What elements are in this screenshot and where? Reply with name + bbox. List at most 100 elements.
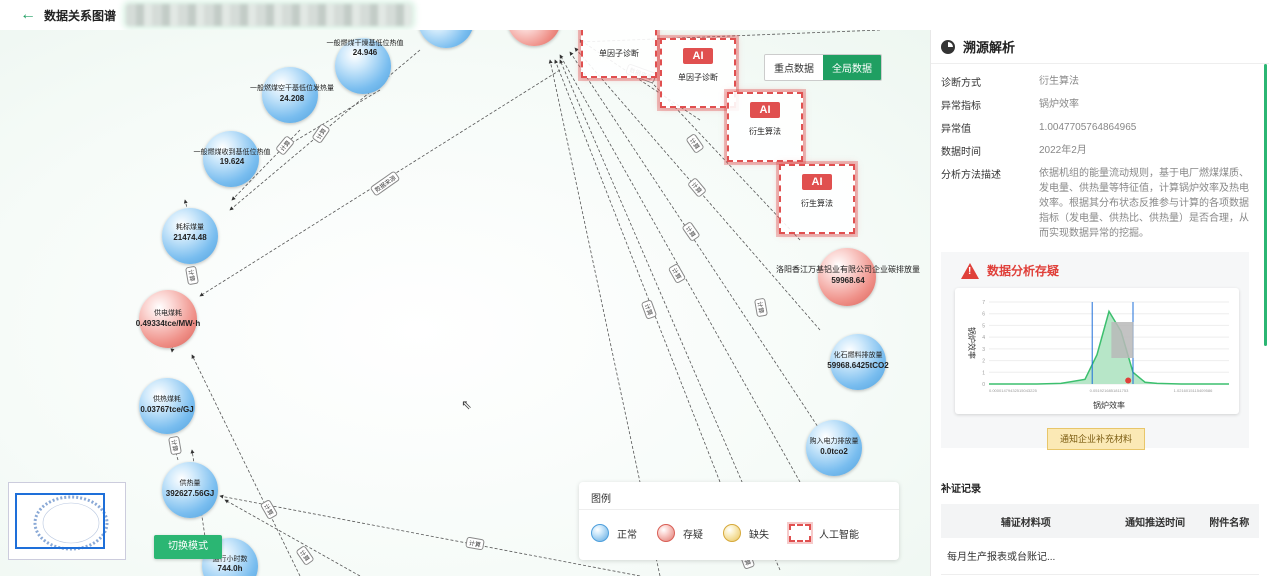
ai-node-name: 单因子诊断 [678,73,718,82]
node-label: 一般燃煤干燥基低位热值 [326,40,404,47]
field-indicator: 异常指标锅炉效率 [941,99,1079,112]
graph-node-heat-coal-consumption[interactable] [139,378,195,434]
key-data-button[interactable]: 重点数据 [765,55,823,80]
anomaly-point [1125,377,1132,384]
node-value: 19.624 [219,157,245,166]
node-label: 供热量 [179,480,201,487]
node-value: 744.0h [217,564,243,573]
node-label: 一般燃煤收到基低位热值 [193,149,271,156]
graph-node-power-emission[interactable] [806,420,862,476]
area-fill [989,311,1229,384]
page-title: 数据关系图谱 [44,8,117,23]
ai-node[interactable]: AI 单因子诊断 [660,38,736,108]
minimap[interactable] [8,482,126,560]
y-tick-label: 0 [982,382,985,388]
arrow-left-icon[interactable]: ← [20,6,36,23]
graph-node[interactable] [418,30,474,48]
node-value: 392627.56GJ [165,489,215,498]
notify-enterprise-button[interactable]: 通知企业补充材料 [1047,428,1145,450]
switch-mode-button[interactable]: 切换模式 [154,535,222,559]
series-line [989,309,1229,385]
doubt-node-icon [657,524,675,542]
blurred-tooltip [1111,322,1134,358]
table-row[interactable]: 每月生产报表或台账记... [941,538,1259,575]
graph-node-air-dry-heat[interactable] [262,67,318,123]
minimap-graph [33,495,109,551]
node-label: 运行小时数 [212,556,248,563]
node-label: 一般燃煤空干基低位发热量 [250,85,334,92]
all-data-button[interactable]: 全局数据 [823,55,881,80]
graph-node-enterprise-emission[interactable] [818,248,876,306]
mouse-cursor-icon: ⇖ [461,397,472,412]
minimap-viewport[interactable] [15,493,105,549]
warning-icon [961,262,979,279]
node-value: 59968.64 [831,276,865,285]
y-tick-label: 6 [982,312,985,318]
blurred-breadcrumb [126,4,413,26]
graph-node-standard-coal[interactable] [162,208,218,264]
ai-tag: AI [802,174,832,190]
normal-node-icon [591,524,609,542]
graph-node-power-coal-consumption[interactable] [139,290,197,348]
y-tick-label: 4 [982,335,985,341]
table-cell [1110,538,1200,575]
y-tick-label: 1 [982,370,985,376]
graph-node-received-basis-heat[interactable] [203,131,259,187]
edge [559,54,801,483]
x-axis-label: 锅炉效率 [1093,400,1125,410]
ai-node[interactable]: AI 单因子诊断 [581,30,657,78]
table-cell [1199,538,1259,575]
table-header: 通知推送时间 [1110,504,1200,538]
pie-chart-icon [941,39,955,54]
table-header: 附件名称 [1199,504,1259,538]
table-cell: 每月生产报表或台账记... [941,538,1111,575]
edge [279,89,381,151]
missing-node-icon [723,524,741,542]
node-label: 供热煤耗 [153,396,181,403]
node-value: 59968.6425tCO2 [827,361,889,370]
table-header: 辅证材料项 [941,504,1111,538]
legend-item-doubt: 存疑 [657,524,703,542]
ai-tag: AI [683,48,713,64]
node-label: 购入电力排放量 [809,438,859,445]
graph-node-heat-supply[interactable] [162,462,218,518]
field-method: 诊断方式衍生算法 [941,76,1079,89]
field-description: 分析方法描述依据机组的能量流动规则，基于电厂燃煤煤质、发电量、供热量等特征值，计… [941,168,1249,239]
top-bar: ← 数据关系图谱 [0,0,1269,30]
node-value: 21474.48 [173,233,207,242]
legend-title: 图例 [579,482,899,510]
node-value: 0.49334tce/MW·h [135,319,201,328]
node-value: 0.03767tce/GJ [140,405,194,414]
node-label: 化石燃料排放量 [833,352,883,359]
ai-tag: AI [750,102,780,118]
node-label: 供电煤耗 [154,310,182,317]
analysis-card: 数据分析存疑 012345670.000014794325150432250.0… [941,252,1249,450]
evidence-table: 辅证材料项 通知推送时间 附件名称 每月生产报表或台账记... [941,504,1259,575]
legend-item-ai: 人工智能 [789,524,859,542]
y-tick-label: 2 [982,359,985,365]
y-tick-label: 7 [982,300,985,306]
edge [554,59,721,483]
x-tick-label: 0.00001479432515043225 [989,388,1038,393]
panel-title: 溯源解析 [963,40,1016,55]
panel-scrollbar[interactable] [1264,64,1267,346]
node-value: 24.208 [279,94,305,103]
ai-node[interactable]: AI 衍生算法 [727,92,803,162]
graph-node-dry-basis-heat[interactable] [335,38,391,94]
edge [639,69,801,241]
graph-node-fossil-emission[interactable] [830,334,886,390]
ai-node-name: 单因子诊断 [599,49,639,58]
ai-node[interactable]: AI 衍生算法 [779,164,855,234]
node-value: 0.0tco2 [820,447,848,456]
edge [219,494,641,576]
ai-node-icon [789,524,811,542]
x-tick-label: 1.0216015115409586 [1174,388,1213,393]
evidence-title: 补证记录 [941,484,981,495]
graph-node[interactable] [507,30,561,46]
graph-canvas[interactable]: 计算 计算 计算 计算 数据来源 计算 计算 计算 计算 计算 计算 计算 计算… [0,30,930,576]
